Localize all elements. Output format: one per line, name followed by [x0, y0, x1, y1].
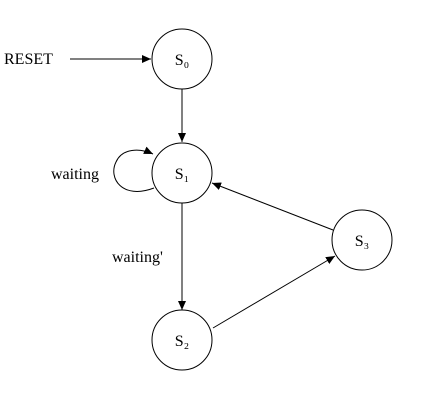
self-loop-label: waiting — [51, 166, 99, 183]
reset-label: RESET — [4, 51, 53, 68]
edge-s2-s3 — [212, 255, 336, 329]
state-s0-label: S₀ — [175, 52, 189, 69]
state-s1: S₁ — [151, 142, 213, 204]
self-loop-s1 — [113, 146, 155, 192]
state-s0: S₀ — [151, 28, 213, 90]
s1-to-s2-label: waiting' — [112, 249, 163, 266]
state-s1-label: S₁ — [175, 166, 189, 183]
state-s3-label: S₃ — [355, 233, 369, 250]
edge-s3-s1 — [211, 182, 334, 231]
state-s2-label: S₂ — [175, 333, 189, 350]
state-s2: S₂ — [151, 309, 213, 371]
state-s3: S₃ — [331, 209, 393, 271]
